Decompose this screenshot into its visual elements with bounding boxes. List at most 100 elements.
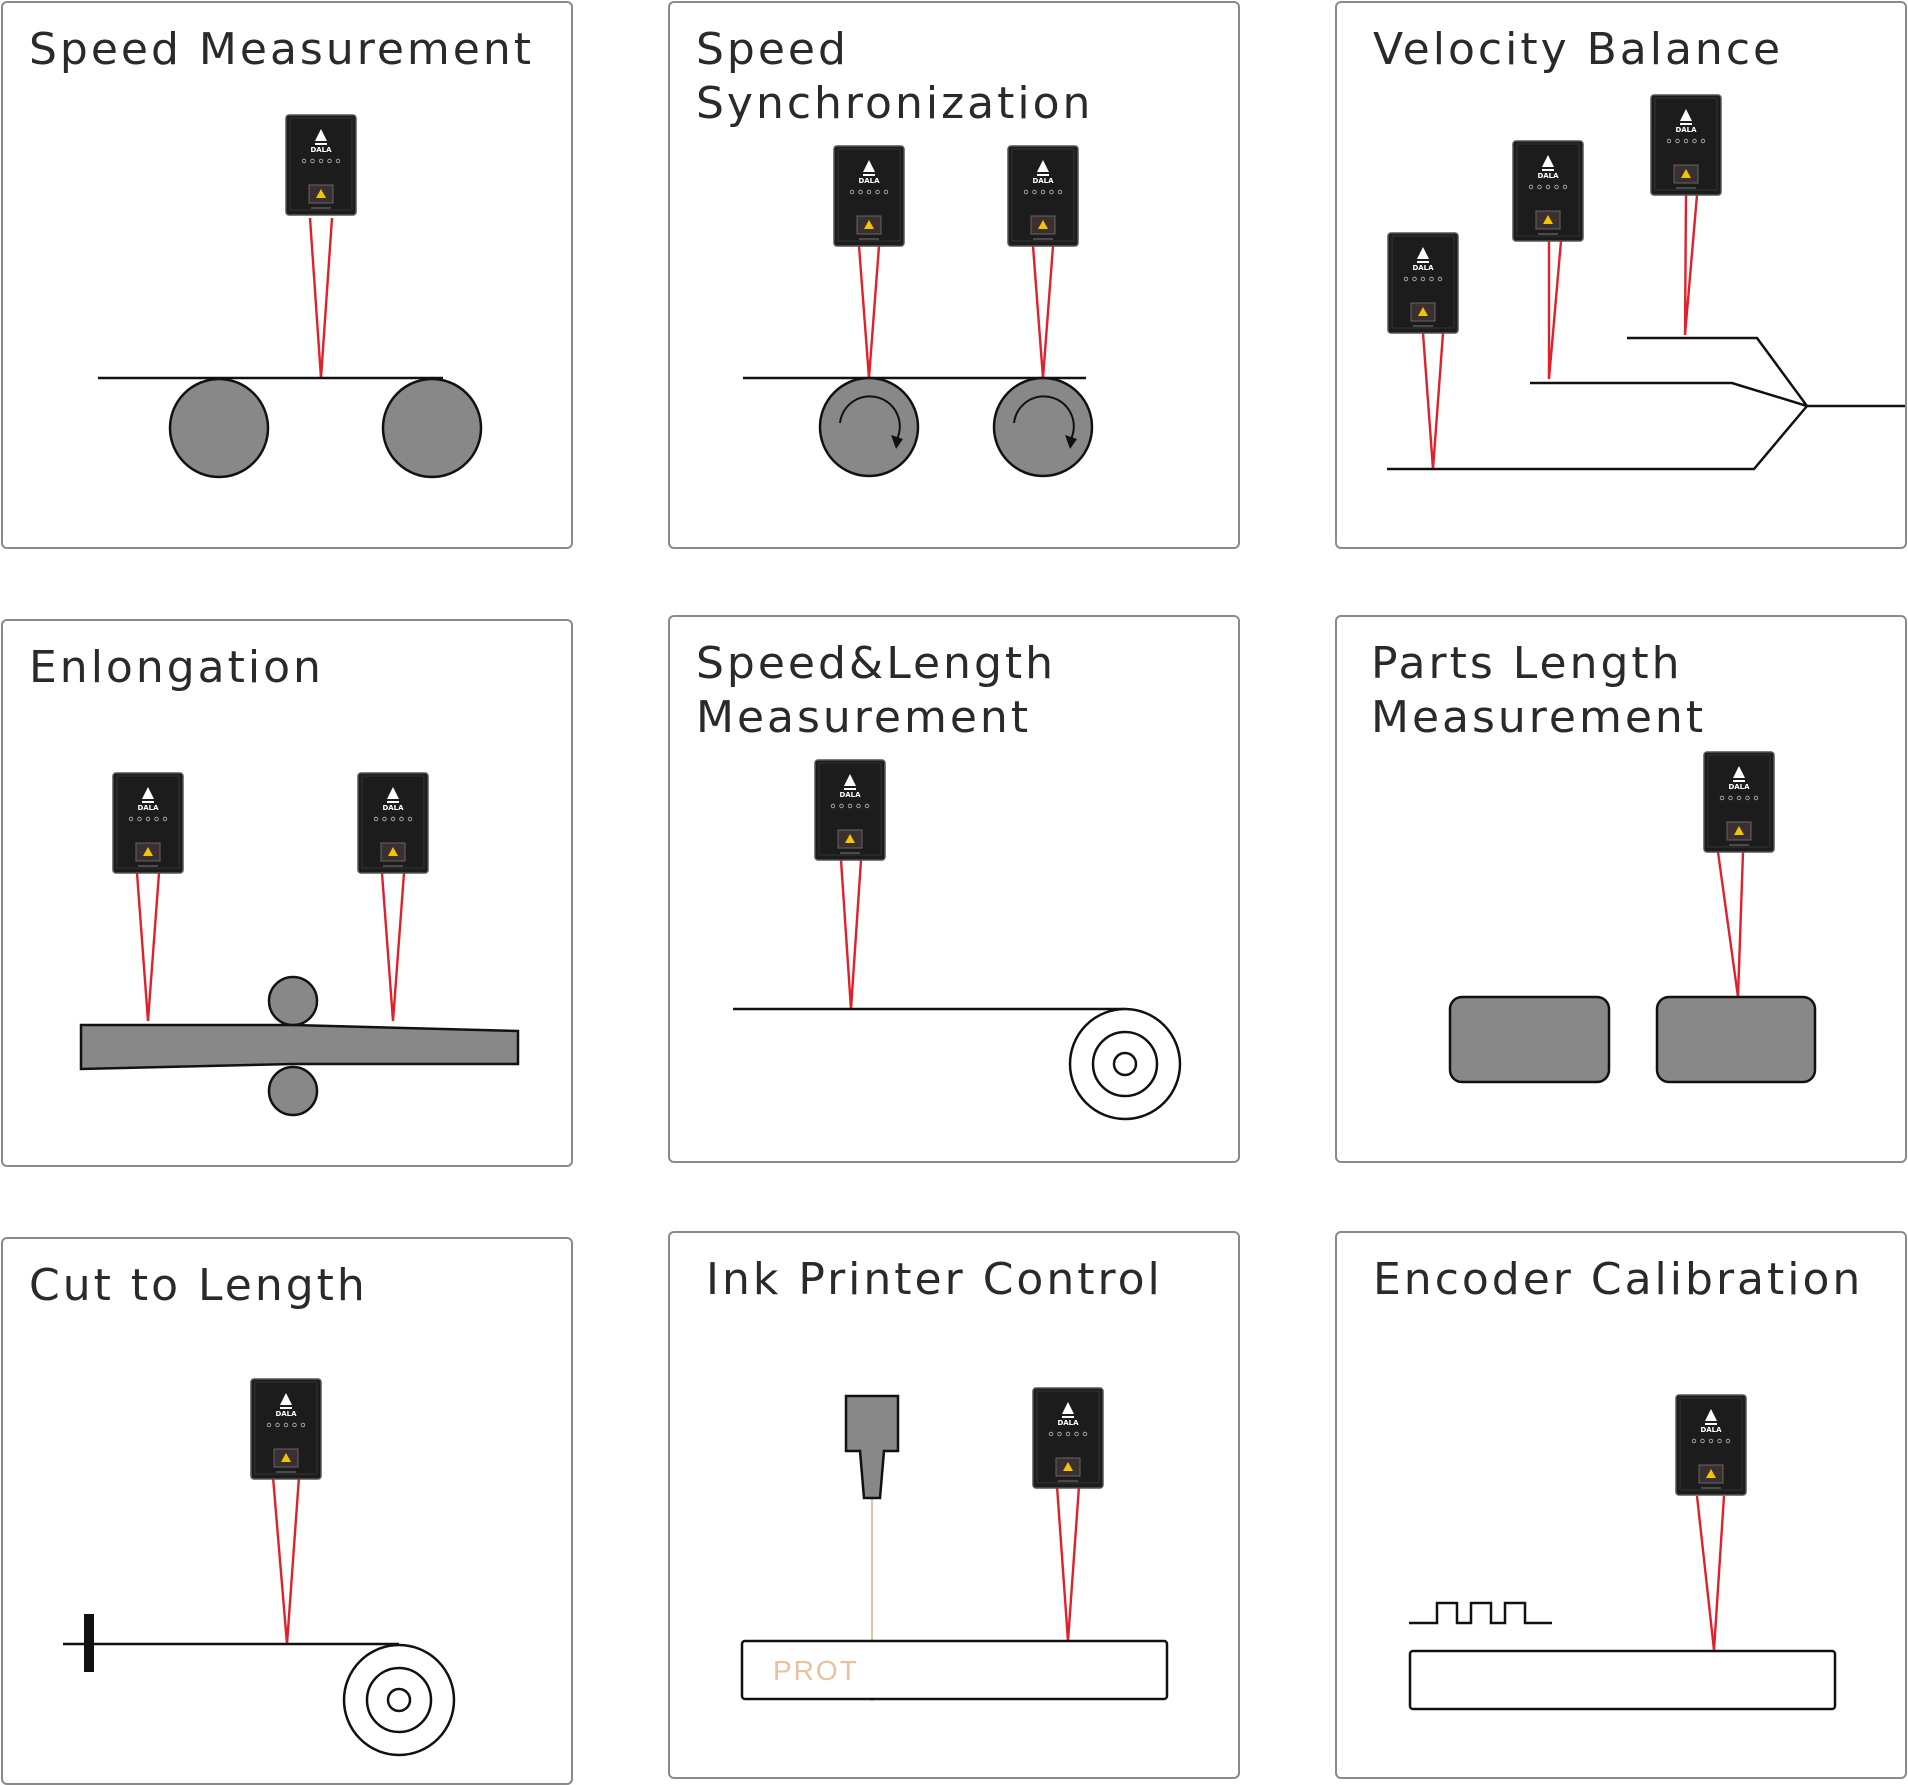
sensor-body [1387,232,1459,334]
sensor-unit: DALA [1675,1394,1747,1496]
diagram-speed-synchronization: DALA DALA [743,145,1094,478]
laser-window-icon [1055,1457,1081,1477]
roller [818,376,920,478]
laser-window-icon [1698,1464,1724,1484]
indicator-leds [1403,276,1443,282]
sensor-body [112,772,184,874]
sensor-brand-label: DALA [275,1410,297,1418]
laser-beam [857,245,1055,379]
dala-logo-icon [1417,247,1429,263]
dala-logo-icon [315,129,327,145]
dala-logo-icon [863,160,875,176]
upper-roller [267,975,319,1027]
part [1655,995,1817,1084]
sensor-body [1032,1387,1104,1489]
panel-encoder-calibration: DALA Encoder Calibration [1335,1231,1907,1779]
laser-window-icon [273,1448,299,1468]
panel-title: Encoder Calibration [1373,1254,1864,1305]
material-strip [79,1023,520,1071]
sensor-unit: DALA [833,145,905,247]
material-plate [1408,1649,1837,1711]
sensor-brand-label: DALA [1032,177,1054,185]
sensor-body [285,114,357,216]
sensor-unit: DALA [1387,232,1459,334]
printed-text: PROT [773,1655,859,1686]
roller [381,377,483,479]
laser-window-icon [1726,821,1752,841]
diagram-parts-length-measurement: DALA [1448,751,1817,1084]
sensor-brand-label: DALA [1675,126,1697,134]
indicator-leds [1691,1438,1731,1444]
panel-ink-printer-control: PROT DALA Ink Printer Control [668,1231,1240,1779]
sensor-body [1007,145,1079,247]
ink-printer-head [844,1394,900,1500]
roller [992,376,1094,478]
sensor-body [1675,1394,1747,1496]
sensor-body [357,772,429,874]
material-roll [1068,1007,1182,1121]
sensor-unit: DALA [814,759,886,861]
laser-window-icon [1535,210,1561,230]
sensor-brand-label: DALA [1537,172,1559,180]
diagram-speed-length-measurement: DALA [733,759,1182,1121]
laser-beam [1716,851,1745,998]
sensor-brand-label: DALA [310,146,332,154]
indicator-leds [849,189,889,195]
panel-parts-length-measurement: DALA Parts Length Measurement [1335,615,1907,1163]
laser-window-icon [837,829,863,849]
indicator-leds [1719,795,1759,801]
laser-beam [839,859,863,1010]
diagram-ink-printer-control: PROT DALA [740,1387,1169,1701]
roller [168,377,270,479]
laser-beam [1695,1495,1726,1651]
laser-window-icon [380,842,406,862]
sensor-brand-label: DALA [858,177,880,185]
sensor-unit: DALA [250,1378,322,1480]
sensor-brand-label: DALA [839,791,861,799]
dala-logo-icon [1062,1402,1074,1418]
laser-beam [135,872,406,1022]
laser-beam [308,217,334,379]
laser-window-icon [1030,215,1056,235]
sensor-unit: DALA [1703,751,1775,853]
dala-logo-icon [844,774,856,790]
diagram-velocity-balance: DALA DALA DALA [1387,94,1905,471]
sensor-unit: DALA [1007,145,1079,247]
sensor-unit: DALA [1032,1387,1104,1489]
laser-window-icon [1673,164,1699,184]
indicator-leds [128,816,168,822]
lower-roller [267,1065,319,1117]
diagram-enlongation: DALA DALA [79,772,520,1117]
dala-logo-icon [387,787,399,803]
sensor-body [833,145,905,247]
sensor-brand-label: DALA [1057,1419,1079,1427]
indicator-leds [301,158,341,164]
diagram-encoder-calibration: DALA [1408,1394,1837,1711]
panel-title: Speed Measurement [29,24,534,75]
pulse-signal [1409,1601,1552,1625]
panel-title: Parts Length Measurement [1371,638,1707,743]
sensor-brand-label: DALA [1412,264,1434,272]
panel-speed-length-measurement: DALA Speed&Length Measurement [668,615,1240,1163]
sensor-unit: DALA [112,772,184,874]
panel-enlongation: DALA DALA Enlongation [1,619,573,1167]
sensor-body [814,759,886,861]
laser-beam [1055,1485,1081,1642]
sensor-unit: DALA [1512,140,1584,242]
panel-title: Velocity Balance [1373,24,1784,75]
indicator-leds [1023,189,1063,195]
dala-logo-icon [1542,155,1554,171]
diagram-cut-to-length: DALA [63,1378,456,1757]
sensor-body [1650,94,1722,196]
indicator-leds [1666,138,1706,144]
diagram-speed-measurement: DALA [98,114,483,479]
dala-logo-icon [142,787,154,803]
laser-window-icon [308,184,334,204]
indicator-leds [1528,184,1568,190]
panel-title: Cut to Length [29,1260,368,1311]
dala-logo-icon [280,1393,292,1409]
laser-window-icon [1410,302,1436,322]
panel-title: Speed Synchronization [696,24,1094,129]
panel-title: Ink Printer Control [706,1254,1163,1305]
dala-logo-icon [1705,1409,1717,1425]
